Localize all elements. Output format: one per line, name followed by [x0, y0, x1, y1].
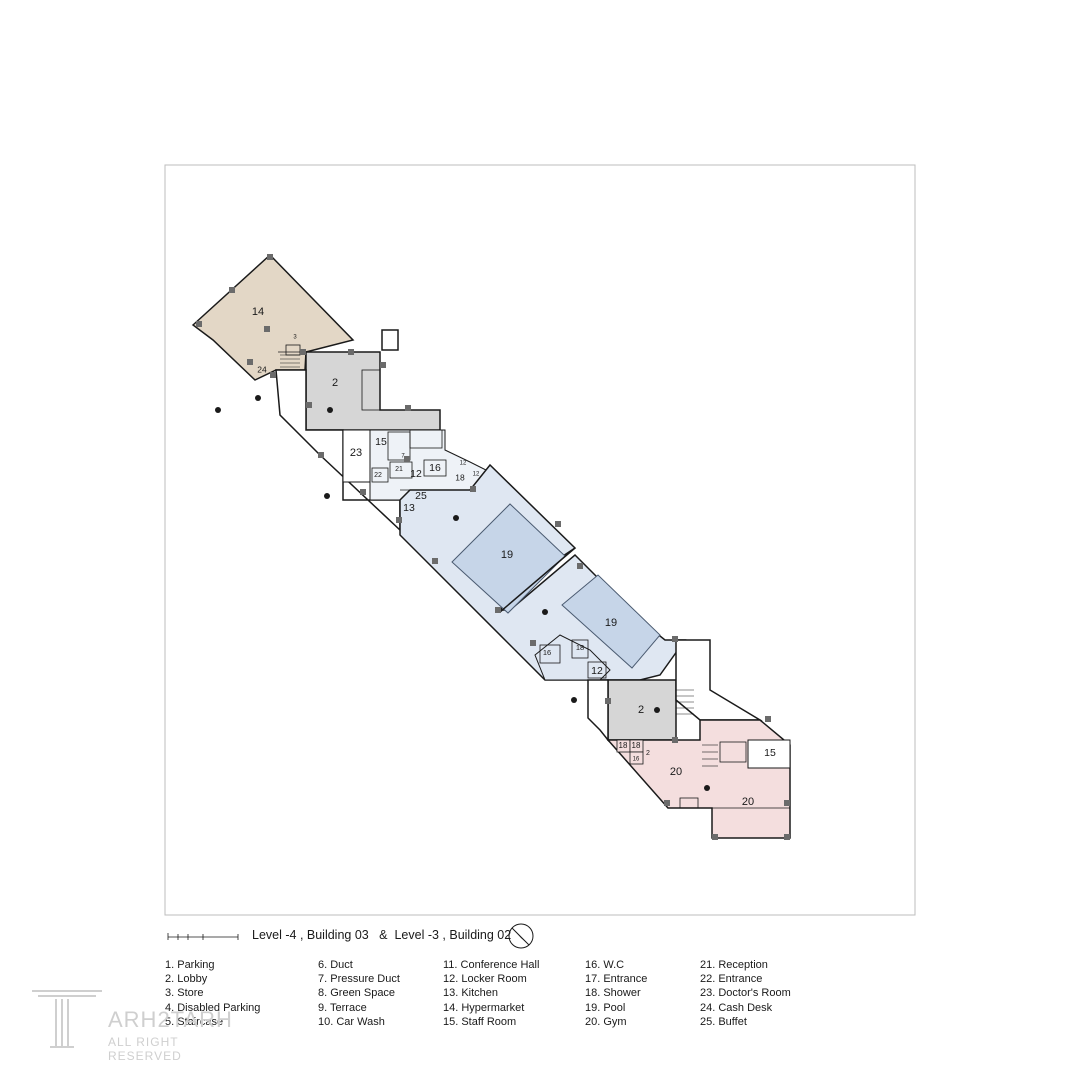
room-label: 24	[257, 364, 267, 374]
legend-item: 16. W.C	[585, 959, 625, 971]
lobby-upper-zone	[305, 351, 441, 431]
pool-lower	[561, 574, 661, 669]
room-label: 2	[332, 377, 338, 389]
room-label: 16	[429, 462, 441, 474]
north-arrow-icon	[508, 923, 534, 949]
doctor-room	[342, 429, 371, 483]
legend-item: 25. Buffet	[700, 1015, 747, 1028]
lower-circulation	[587, 679, 609, 743]
legend-col-3: 11. Conference Hall 12. Locker Room 13. …	[443, 958, 539, 1029]
legend-item: 1. Parking	[165, 959, 215, 971]
legend-item: 5. Staircase	[165, 1015, 224, 1028]
level-markers	[215, 395, 710, 791]
upper-connector	[275, 369, 401, 532]
legend-item: 4. Disabled Parking	[165, 1001, 261, 1014]
legend-item: 13. Kitchen	[443, 987, 499, 1000]
room-label: 13	[403, 502, 415, 514]
room-label: 25	[415, 490, 427, 502]
room-label: 18	[576, 643, 584, 652]
lower-partitions	[539, 639, 790, 809]
legend-col-5: 21. Reception 22. Entrance 23. Doctor's …	[700, 958, 791, 1029]
watermark-rights: ALL RIGHT RESERVED	[108, 1035, 182, 1063]
structural-columns	[196, 254, 790, 840]
level-marker-icon	[215, 407, 221, 413]
room-label: 20	[670, 766, 682, 778]
legend-item: 18. Shower	[585, 987, 641, 1000]
room-labels: 14 2 24 3 23 15 7 12 16 21 22 18 12 12 2…	[252, 306, 776, 808]
title-level-a: Level -4 , Building 03	[252, 928, 369, 942]
room-label: 18	[455, 472, 465, 482]
room-label: 21	[395, 466, 403, 473]
room-label: 16	[633, 757, 640, 763]
legend-item: 21. Reception	[700, 959, 768, 971]
room-label: 7	[401, 454, 405, 460]
room-label: 19	[605, 617, 617, 629]
legend-item: 15. Staff Room	[443, 1015, 517, 1028]
watermark: ARH2TARH ALL RIGHT RESERVED	[30, 985, 233, 1063]
staff-room-lower	[747, 739, 791, 769]
room-label: 19	[501, 549, 513, 561]
room-label: 15	[764, 747, 776, 759]
room-label: 22	[374, 472, 382, 479]
legend-item: 14. Hypermarket	[443, 1001, 525, 1014]
legend-item: 22. Entrance	[700, 973, 763, 986]
stair-hatching	[280, 354, 718, 767]
title-ampersand: &	[379, 928, 388, 942]
room-label: 15	[375, 436, 387, 448]
room-label: 12	[460, 461, 467, 467]
drawing-frame	[164, 164, 916, 916]
legend-item: 20. Gym	[585, 1015, 627, 1028]
room-label: 18	[619, 741, 628, 750]
room-label: 12	[410, 468, 422, 480]
legend-col-1: 1. Parking 2. Lobby 3. Store 4. Disabled…	[165, 958, 260, 1029]
room-label: 20	[742, 796, 754, 808]
legend-item: 11. Conference Hall	[443, 959, 540, 971]
legend-item: 24. Cash Desk	[700, 1001, 773, 1014]
watermark-brand: ARH2TARH	[108, 1007, 233, 1032]
legend-item: 10. Car Wash	[318, 1015, 385, 1028]
legend-item: 8. Green Space	[318, 987, 396, 1000]
room-label: 16	[543, 648, 551, 657]
legend-col-4: 16. W.C 17. Entrance 18. Shower 19. Pool…	[585, 958, 647, 1029]
drawing-title: Level -4 , Building 03 & Level -3 , Buil…	[252, 928, 511, 942]
room-label: 14	[252, 306, 264, 318]
wc-lower	[629, 751, 644, 765]
room-label: 23	[350, 447, 362, 459]
legend-item: 7. Pressure Duct	[318, 973, 400, 986]
room-label: 2	[646, 750, 650, 757]
room-label: 2	[638, 704, 644, 716]
room-label: 12	[591, 665, 603, 677]
title-level-b: Level -3 , Building 02	[394, 928, 512, 942]
legend-item: 19. Pool	[585, 1001, 626, 1014]
room-label: 12	[473, 472, 480, 478]
legend-item: 3. Store	[165, 987, 204, 1000]
legend-item: 12. Locker Room	[443, 973, 527, 986]
shaft-top	[381, 329, 399, 351]
column-logo-icon	[32, 990, 102, 1048]
legend-item: 23. Doctor's Room	[700, 987, 791, 1000]
legend-item: 6. Duct	[318, 959, 353, 971]
room-label: 18	[632, 741, 641, 750]
legend-item: 2. Lobby	[165, 973, 208, 986]
legend-item: 17. Entrance	[585, 973, 648, 986]
legend-col-2: 6. Duct 7. Pressure Duct 8. Green Space …	[318, 958, 400, 1029]
room-label: 3	[293, 335, 297, 341]
scale-bar-icon	[167, 933, 239, 940]
legend-item: 9. Terrace	[318, 1001, 367, 1014]
lower-locker-area	[534, 634, 611, 681]
pool-division	[499, 547, 576, 613]
